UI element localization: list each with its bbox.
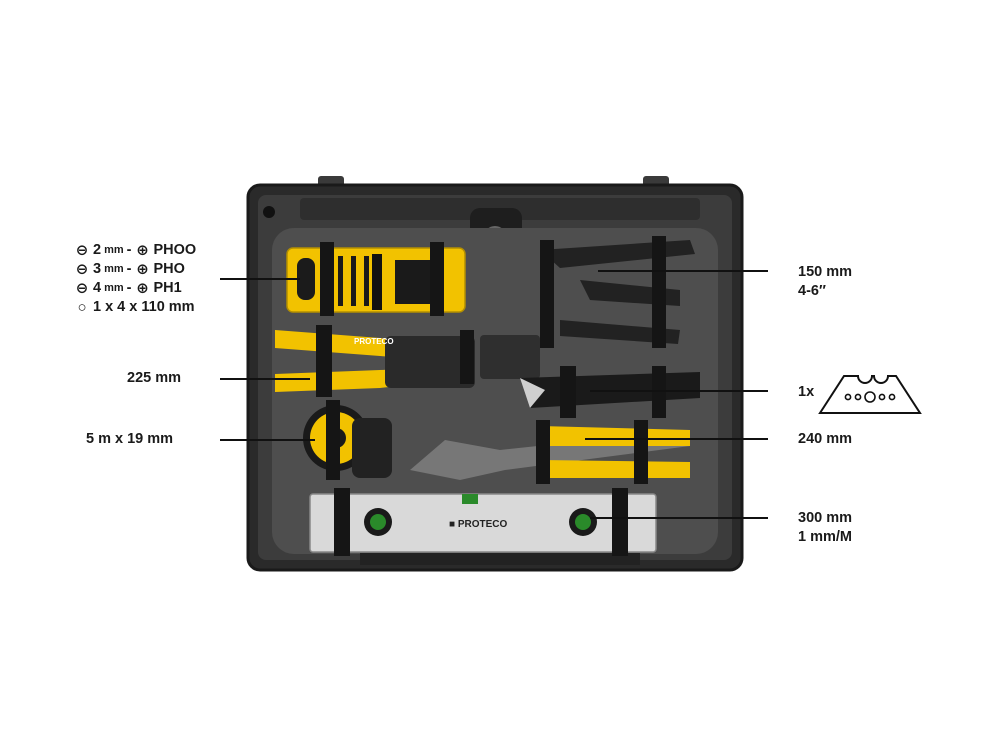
leader-pliers	[220, 378, 310, 380]
leader-knife	[590, 390, 768, 392]
blade-count-label: 1x	[798, 384, 815, 400]
trapezoid-blade-icon	[818, 375, 922, 414]
leader-bits	[220, 278, 300, 280]
level-brand: ■ PROTECO	[449, 519, 507, 530]
leader-wrench	[585, 438, 768, 440]
bits-spec-line: ○1 x 4 x 110 mm	[77, 299, 195, 316]
pliers-brand: PROTECO	[354, 337, 394, 346]
leader-clamp	[598, 270, 768, 272]
leader-tape	[220, 439, 315, 441]
clamp-size-label: 150 mm 4-6″	[798, 264, 853, 299]
tape-size-label: 5 m x 19 mm	[86, 431, 174, 447]
wrench-size-label: 240 mm	[798, 431, 853, 447]
level-size-label: 300 mm 1 mm/M	[798, 510, 853, 545]
leader-level	[590, 517, 768, 519]
pliers-size-label: 225 mm	[127, 370, 182, 386]
